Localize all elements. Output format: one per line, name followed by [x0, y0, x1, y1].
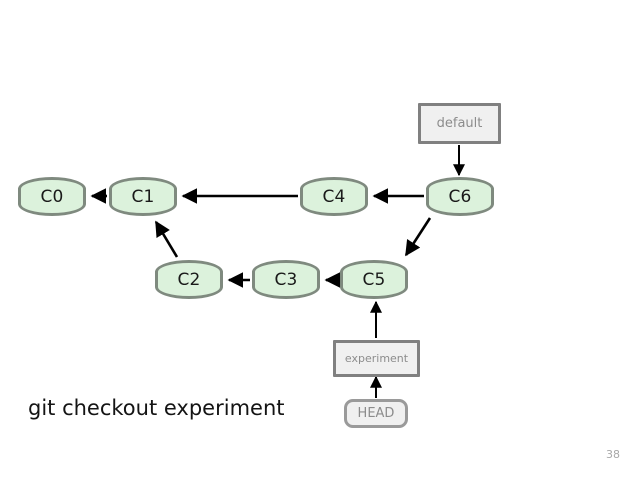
- commit-label: C3: [274, 269, 298, 290]
- branch-label-text: default: [436, 116, 483, 131]
- branch-label-experiment[interactable]: experiment: [333, 340, 420, 377]
- commit-node-c6[interactable]: C6: [426, 177, 494, 216]
- commit-node-c3[interactable]: C3: [252, 260, 320, 299]
- branch-label-text: experiment: [344, 352, 409, 365]
- commit-node-c4[interactable]: C4: [300, 177, 368, 216]
- commit-label: C1: [131, 186, 155, 207]
- slide-caption: git checkout experiment: [28, 396, 285, 420]
- head-pointer-label[interactable]: HEAD: [344, 399, 408, 428]
- commit-node-c0[interactable]: C0: [18, 177, 86, 216]
- commit-label: C2: [177, 269, 201, 290]
- slide-page-number: 38: [606, 448, 620, 461]
- branch-label-default[interactable]: default: [418, 103, 501, 144]
- commit-label: C6: [448, 186, 472, 207]
- commit-label: C0: [40, 186, 64, 207]
- edge-c6-to-c5: [404, 217, 432, 257]
- commit-node-c5[interactable]: C5: [340, 260, 408, 299]
- commit-label: C5: [362, 269, 386, 290]
- commit-label: C4: [322, 186, 346, 207]
- commit-node-c2[interactable]: C2: [155, 260, 223, 299]
- edge-c2-to-c1: [154, 220, 179, 258]
- commit-node-c1[interactable]: C1: [109, 177, 177, 216]
- head-label-text: HEAD: [357, 406, 395, 421]
